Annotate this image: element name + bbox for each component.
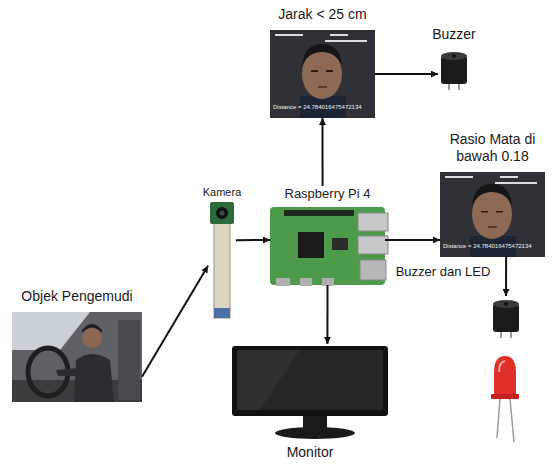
driver-photo [12,312,142,402]
monitor-icon [232,346,388,439]
node-heading: Objek Pengemudi [2,288,152,305]
screenshot-box: Jarak < 25 cmDistance = 24.7840164754721… [270,30,375,118]
arrow-connector [385,239,440,241]
face-screenshot [270,30,375,118]
raspberry-pi-box: Raspberry Pi 4 [270,186,385,285]
screenshot-box: Rasio Mata di bawah 0.18Distance = 24.78… [440,172,545,257]
node-heading: Raspberry Pi 4 [270,186,385,202]
face-screenshot [440,172,545,257]
node-heading: Jarak < 25 cm [265,6,380,23]
node-heading: Monitor [230,444,390,461]
arrow-connector [375,73,438,75]
arrow-connector [505,257,507,296]
monitor-box: Monitor [230,344,390,440]
buzzer-led-icons [491,300,519,442]
raspberry-pi-board [270,207,388,286]
arrow-connector [326,285,328,344]
screen-readout: Distance = 24.784016475472134 [273,104,373,111]
node-heading: Kamera [190,186,254,199]
arrow-connector [322,118,324,186]
camera-box: Kamera [208,202,236,318]
node-heading: Buzzer [422,26,486,43]
arrow-connector [236,239,270,241]
driver-photo-box: Objek Pengemudi [12,312,142,402]
buzzer-led-box: Buzzer dan LED [470,296,542,446]
camera-module [210,202,234,318]
node-heading: Buzzer dan LED [386,264,500,280]
buzzer-box: Buzzer [438,48,470,90]
screen-readout: Distance = 24.784016475472134 [443,243,543,250]
arrow-connector [142,266,208,377]
buzzer-icon [441,52,467,90]
node-heading: Rasio Mata di bawah 0.18 [437,131,548,165]
